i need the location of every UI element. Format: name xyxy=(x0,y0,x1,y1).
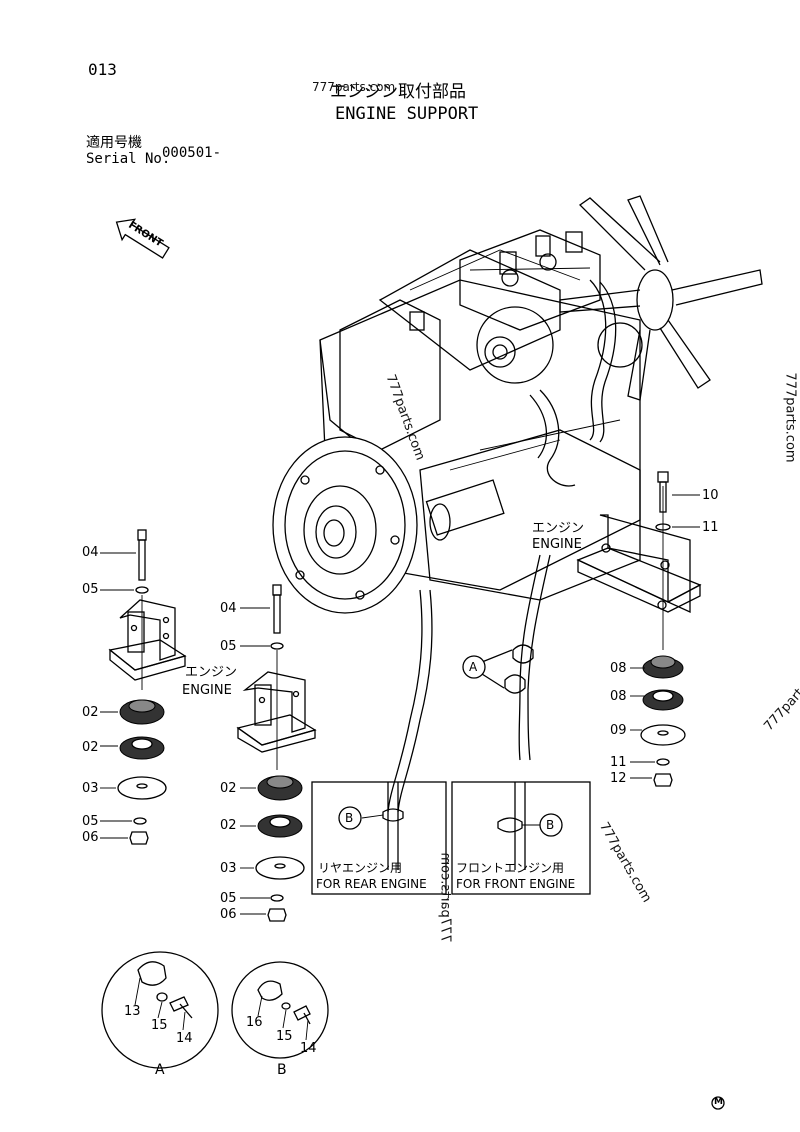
callout-a: A xyxy=(469,660,478,674)
engine-label-en-left: ENGINE xyxy=(182,683,232,698)
label-b-15: 15 xyxy=(276,1029,293,1044)
label-l1-05b: 05 xyxy=(82,814,99,829)
rear-engine-en: FOR REAR ENGINE xyxy=(316,877,427,891)
front-engine-jp: フロントエンジン用 xyxy=(456,861,565,875)
label-l1-05: 05 xyxy=(82,582,99,597)
label-l1-03: 03 xyxy=(82,781,99,796)
label-r-08: 08 xyxy=(610,661,627,676)
rear-engine-jp: リヤエンジン用 xyxy=(318,861,403,875)
engine-label-en-right: ENGINE xyxy=(532,537,582,552)
detail-b-clamp xyxy=(257,980,283,1001)
engine-label-jp-left: エンジン xyxy=(185,665,238,680)
callout-b-circle-rear xyxy=(338,806,362,830)
detail-a-circle xyxy=(101,951,219,1069)
front-bracket-left-2 xyxy=(236,584,317,922)
watermark-right-edge: 777parts.com xyxy=(782,372,798,463)
label-l2-05b: 05 xyxy=(220,891,237,906)
page-number: 013 xyxy=(88,60,117,79)
label-l1-06: 06 xyxy=(82,830,99,845)
rear-bracket-right xyxy=(576,471,702,787)
front-bracket-left-1 xyxy=(100,529,187,845)
label-r-08b: 08 xyxy=(610,689,627,704)
m-mark-circle xyxy=(711,1096,725,1110)
label-l1-02b: 02 xyxy=(82,740,99,755)
label-l2-06: 06 xyxy=(220,907,237,922)
label-r-10: 10 xyxy=(702,488,719,503)
label-l2-02: 02 xyxy=(220,781,237,796)
label-a-15: 15 xyxy=(151,1018,168,1033)
callout-b-circle-front xyxy=(539,813,563,837)
label-a-13: 13 xyxy=(124,1004,141,1019)
detail-a-clamp xyxy=(137,961,167,986)
detail-b-label: B xyxy=(277,1062,287,1078)
label-b-14: 14 xyxy=(300,1041,317,1056)
front-arrow-icon xyxy=(115,218,170,259)
label-r-12: 12 xyxy=(610,771,627,786)
label-r-11b: 11 xyxy=(610,755,627,770)
label-r-09: 09 xyxy=(610,723,627,738)
label-a-14: 14 xyxy=(176,1031,193,1046)
title-en: ENGINE SUPPORT xyxy=(335,104,479,124)
label-l2-05: 05 xyxy=(220,639,237,654)
rear-engine-box xyxy=(311,781,447,895)
front-engine-en: FOR FRONT ENGINE xyxy=(456,877,576,891)
fan xyxy=(559,195,763,401)
front-engine-box xyxy=(451,781,591,895)
label-l2-02b: 02 xyxy=(220,818,237,833)
watermark-top: 777parts.com xyxy=(312,80,396,94)
title-jp: エンジン取付部品 xyxy=(330,82,466,102)
engine-label-jp-right: エンジン xyxy=(532,521,585,536)
callout-a-circle xyxy=(462,655,486,679)
callout-b-rear: B xyxy=(345,811,354,825)
detail-b-circle xyxy=(231,961,329,1059)
label-r-11: 11 xyxy=(702,520,719,535)
label-l2-04: 04 xyxy=(220,601,237,616)
label-l2-03: 03 xyxy=(220,861,237,876)
label-b-16: 16 xyxy=(246,1015,263,1030)
watermark-mirrored: 777parts.com xyxy=(437,852,453,943)
detail-a-label: A xyxy=(155,1062,165,1078)
label-l1-02: 02 xyxy=(82,705,99,720)
serial-label-jp: 適用号機 xyxy=(86,135,142,151)
m-mark: M xyxy=(714,1097,723,1107)
serial-value: 000501- xyxy=(162,145,222,161)
callout-b-front: B xyxy=(546,818,555,832)
label-l1-04: 04 xyxy=(82,545,99,560)
engine-illustration xyxy=(272,195,763,813)
serial-label-en: Serial No. xyxy=(86,151,171,167)
